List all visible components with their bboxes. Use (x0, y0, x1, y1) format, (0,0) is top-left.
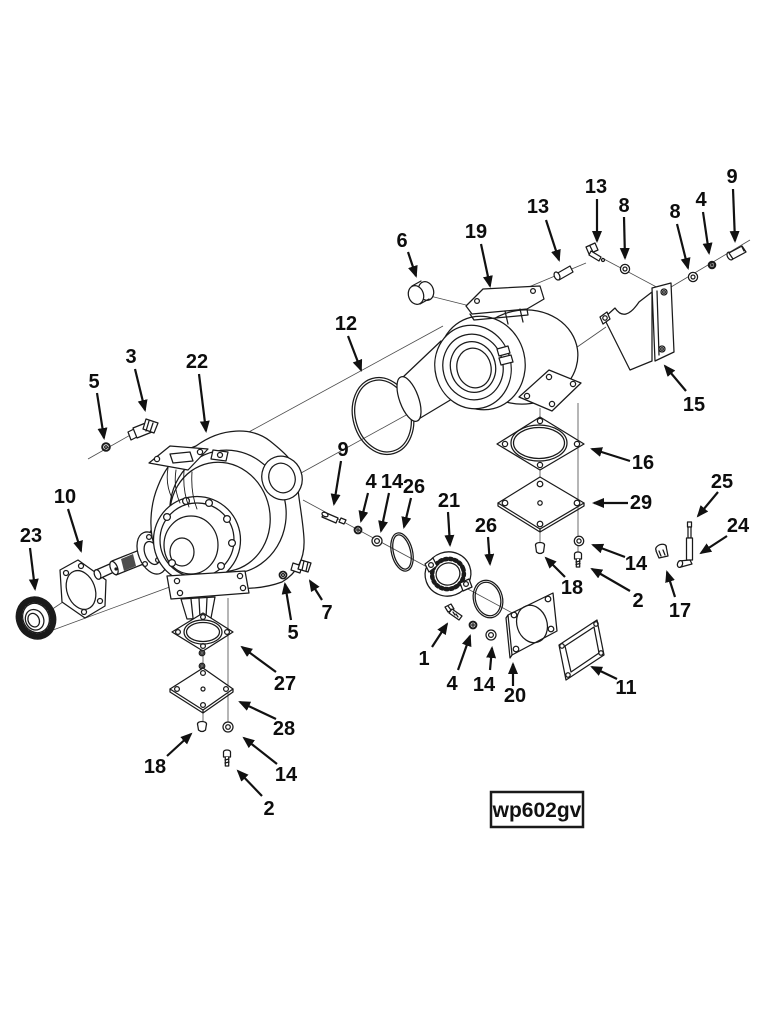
callout-21: 21 (438, 490, 460, 512)
bracket-part (599, 282, 675, 371)
callout-8: 8 (618, 195, 629, 217)
callout-5: 5 (88, 371, 99, 393)
callout-7: 7 (321, 602, 332, 624)
cap-part (407, 280, 435, 305)
plug-part (655, 543, 669, 559)
bolt-and-washer-topleft (101, 418, 159, 452)
callout-18b: 18 (144, 756, 166, 778)
callout-17: 17 (669, 600, 691, 622)
hardware-below-housing (534, 535, 585, 568)
diagram-code-label: wp602gv (492, 799, 582, 822)
callout-14m: 14 (381, 471, 404, 493)
hardware-top-right (553, 242, 747, 283)
turbine-housing-part (396, 285, 582, 422)
callout-2b: 2 (263, 798, 274, 820)
rect-gasket-part (558, 619, 605, 681)
callout-13b: 13 (585, 176, 607, 198)
hardware-below-pump (196, 720, 234, 767)
callout-27: 27 (274, 673, 296, 695)
callout-4: 4 (695, 189, 707, 211)
callout-12: 12 (335, 313, 357, 335)
pump-body-part (148, 430, 305, 620)
callout-13: 13 (527, 196, 549, 218)
pin-part (676, 521, 694, 569)
callout-2r: 2 (632, 590, 643, 612)
callout-14b: 14 (473, 674, 496, 696)
callout-24: 24 (727, 515, 750, 537)
callout-11: 11 (615, 677, 636, 699)
callout-20: 20 (504, 685, 526, 707)
callout-9m: 9 (337, 439, 348, 461)
pump-plate-part (169, 649, 234, 714)
callout-18r: 18 (561, 577, 583, 599)
callout-23: 23 (20, 525, 42, 547)
callout-29: 29 (630, 492, 652, 514)
callout-labels: 6 19 13 13 8 8 4 9 15 12 3 5 22 10 23 9 … (20, 166, 750, 820)
outlet-flange-part (505, 592, 558, 659)
callout-19: 19 (465, 221, 487, 243)
callout-10: 10 (54, 486, 76, 508)
callout-16: 16 (632, 452, 654, 474)
callout-4b: 4 (446, 673, 458, 695)
callout-26b: 26 (475, 515, 497, 537)
callout-14bl: 14 (275, 764, 298, 786)
callout-9: 9 (726, 166, 737, 188)
square-plate-part (497, 476, 585, 533)
callout-4m: 4 (365, 471, 377, 493)
bolt-washer-nut-chain (444, 603, 497, 641)
callout-8b: 8 (669, 201, 680, 223)
callout-26: 26 (403, 476, 425, 498)
callout-3: 3 (125, 346, 136, 368)
parts-chain-middle (321, 511, 504, 619)
callout-25: 25 (711, 471, 733, 493)
square-gasket-part (496, 416, 585, 471)
callout-1: 1 (418, 648, 429, 670)
callout-22: 22 (186, 351, 208, 373)
pump-gasket-part (171, 612, 234, 652)
callout-5m: 5 (287, 622, 298, 644)
bolt-and-washer-middle (278, 559, 312, 580)
callout-15: 15 (683, 394, 705, 416)
leader-arrows (28, 188, 740, 797)
callout-14r: 14 (625, 553, 648, 575)
callout-6: 6 (396, 230, 407, 252)
gear-part (15, 596, 57, 640)
diagram-code-box: wp602gv (489, 790, 585, 829)
callout-28: 28 (273, 718, 295, 740)
